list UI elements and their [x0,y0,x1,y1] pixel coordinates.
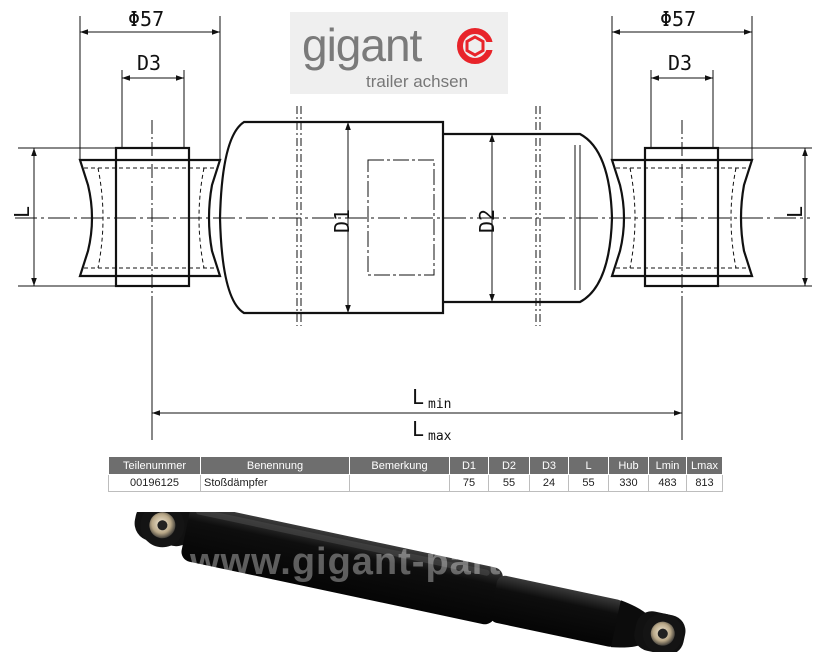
cell-d3: 24 [529,474,569,492]
col-header: Hub [608,456,649,475]
col-header: Teilenummer [108,456,201,475]
hex-nut-icon [457,28,495,64]
col-header: Lmin [648,456,687,475]
dim-phi57-left: Φ57 [128,7,164,31]
dim-d3-left: D3 [137,51,161,75]
table-header-row: Teilenummer Benennung Bemerkung D1 D2 D3… [108,456,723,475]
col-header: D3 [529,456,569,475]
cell-lmin: 483 [648,474,687,492]
col-header: Lmax [686,456,723,475]
cell-d2: 55 [488,474,530,492]
cell-part-number: 00196125 [108,474,201,492]
dim-d2: D2 [475,209,499,233]
col-header: D1 [449,456,489,475]
damper-body [218,106,614,326]
right-eye [610,120,754,300]
logo-tagline: trailer achsen [366,72,469,91]
dim-l-left: L [10,206,34,218]
table-row: 00196125 Stoßdämpfer 75 55 24 55 330 483… [108,474,723,492]
dim-lmin: L [412,385,424,409]
shock-absorber-photo: www.gigant-parts.com [134,512,686,652]
col-header: Benennung [200,456,350,475]
dim-lmin-sub: min [428,397,451,412]
gigant-logo: gigant trailer achsen [290,12,508,94]
dim-d1: D1 [330,209,354,233]
cell-hub: 330 [608,474,649,492]
watermark-text: www.gigant-parts.com [189,541,616,583]
dim-l-right: L [783,206,807,218]
dim-d3-right: D3 [668,51,692,75]
technical-drawing: Φ57 D3 Φ57 D3 L L D1 D2 L min L max [10,7,812,444]
logo-brand-text: gigant [302,19,422,71]
dim-lmax-sub: max [428,429,452,444]
cell-name: Stoßdämpfer [200,474,350,492]
cell-l: 55 [568,474,609,492]
spec-table: Teilenummer Benennung Bemerkung D1 D2 D3… [108,456,723,492]
cell-lmax: 813 [686,474,723,492]
col-header: L [568,456,609,475]
col-header: D2 [488,456,530,475]
dim-lmax: L [412,417,424,441]
dim-phi57-right: Φ57 [660,7,696,31]
left-eye [78,120,222,300]
cell-d1: 75 [449,474,489,492]
cell-remark [349,474,450,492]
col-header: Bemerkung [349,456,450,475]
